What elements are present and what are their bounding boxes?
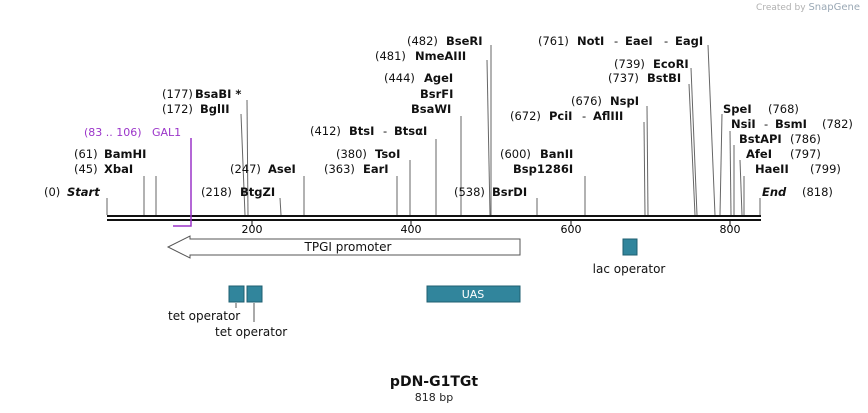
site-pos: (247) (230, 162, 261, 176)
site-btsi[interactable]: BtsI (349, 124, 374, 138)
site-pos: (672) (510, 109, 541, 123)
site-pos: (737) (608, 71, 639, 85)
site-bglii[interactable]: BglII (200, 102, 230, 116)
site-pos: (797) (790, 147, 821, 161)
site-pos: (739) (614, 57, 645, 71)
site-bseri[interactable]: BseRI (446, 34, 483, 48)
site-pos: (363) (324, 162, 355, 176)
site-eaei[interactable]: EaeI (625, 34, 653, 48)
site-pos: (172) (162, 102, 193, 116)
site-spei[interactable]: SpeI (723, 102, 752, 116)
site-xbai[interactable]: XbaI (104, 162, 133, 176)
svg-text:-: - (614, 34, 618, 48)
feature-tpgi-promoter[interactable]: TPGI promoter (166, 235, 521, 259)
primer-range: (83 .. 106) (84, 126, 142, 139)
site-pos: (177) (162, 87, 193, 101)
site-afliii[interactable]: AflIII (593, 109, 623, 123)
site-bsmi[interactable]: BsmI (775, 117, 807, 131)
feature-uas[interactable]: UAS (426, 285, 521, 303)
site-start[interactable]: Start (67, 185, 100, 199)
site-pos: (768) (768, 102, 799, 116)
site-pos: (412) (310, 124, 341, 138)
site-afei[interactable]: AfeI (746, 147, 772, 161)
site-pos: (786) (790, 132, 821, 146)
site-bsrfi[interactable]: BsrFI (420, 87, 453, 101)
svg-text:-: - (383, 124, 387, 138)
svg-text:-: - (764, 117, 768, 131)
site-bsawi[interactable]: BsaWI (411, 102, 451, 116)
site-btgzi[interactable]: BtgZI (240, 185, 275, 199)
ruler-tick-600: 600 (561, 223, 582, 236)
feature-label: tet operator (215, 325, 287, 339)
site-pos: (444) (384, 71, 415, 85)
primer-gal1[interactable]: (83 .. 106) GAL1 (84, 126, 192, 227)
sequence-backbone (107, 215, 761, 221)
site-pcii[interactable]: PciI (549, 109, 572, 123)
site-pos: (61) (74, 147, 98, 161)
site-eagi[interactable]: EagI (675, 34, 703, 48)
site-pos: (0) (44, 185, 60, 199)
snapgene-credit: Created by SnapGene (756, 2, 860, 13)
site-bstbi[interactable]: BstBI (647, 71, 681, 85)
site-pos: (380) (336, 147, 367, 161)
site-asei[interactable]: AseI (268, 162, 296, 176)
site-nmeaiii[interactable]: NmeAIII (415, 49, 466, 63)
site-end[interactable]: End (762, 185, 787, 199)
site-nsii[interactable]: NsiI (731, 117, 756, 131)
feature-label: lac operator (593, 262, 666, 276)
site-leader-lines (106, 44, 761, 216)
site-banii[interactable]: BanII (540, 147, 573, 161)
ruler: 200 400 600 800 (242, 221, 741, 236)
site-btsai[interactable]: BtsαI (394, 124, 427, 138)
svg-text:-: - (582, 109, 586, 123)
site-bsrdi[interactable]: BsrDI (492, 185, 527, 199)
site-pos: (782) (822, 117, 853, 131)
credit-prefix: Created by (756, 3, 806, 13)
site-agei[interactable]: AgeI (424, 71, 453, 85)
snapgene-logo-text: SnapGene (808, 2, 860, 13)
site-nspi[interactable]: NspI (610, 94, 639, 108)
site-noti[interactable]: NotI (577, 34, 604, 48)
feature-label: TPGI promoter (304, 240, 392, 254)
site-pos: (481) (375, 49, 406, 63)
site-labels: (0) Start (45) XbaI (61) BamHI (172) Bgl… (44, 34, 853, 199)
site-bsp1286i[interactable]: Bsp1286I (513, 162, 573, 176)
site-bsabi[interactable]: BsaBI * (195, 87, 241, 101)
site-pos: (676) (571, 94, 602, 108)
feature-label: tet operator (168, 309, 240, 323)
feature-tet-operator-2[interactable]: tet operator (215, 285, 287, 339)
feature-lac-operator[interactable]: lac operator (593, 238, 666, 276)
site-pos: (538) (454, 185, 485, 199)
feature-label: UAS (462, 288, 485, 301)
site-pos: (818) (802, 185, 833, 199)
site-pos: (218) (201, 185, 232, 199)
plasmid-name: pDN-G1TGt (389, 374, 479, 390)
site-pos: (482) (407, 34, 438, 48)
site-pos: (761) (538, 34, 569, 48)
ruler-tick-800: 800 (720, 223, 741, 236)
svg-text:-: - (664, 34, 668, 48)
ruler-tick-200: 200 (242, 223, 263, 236)
site-ecori[interactable]: EcoRI (653, 57, 689, 71)
site-pos: (799) (810, 162, 841, 176)
site-eari[interactable]: EarI (363, 162, 389, 176)
site-haeii[interactable]: HaeII (755, 162, 789, 176)
site-pos: (45) (74, 162, 98, 176)
feature-tet-operator-1[interactable]: tet operator (168, 285, 245, 323)
ruler-tick-400: 400 (401, 223, 422, 236)
site-pos: (600) (500, 147, 531, 161)
site-bamhi[interactable]: BamHI (104, 147, 146, 161)
primer-label: GAL1 (152, 126, 181, 139)
site-bstapi[interactable]: BstAPI (739, 132, 782, 146)
plasmid-length: 818 bp (414, 391, 454, 404)
site-tsoi[interactable]: TsoI (375, 147, 400, 161)
